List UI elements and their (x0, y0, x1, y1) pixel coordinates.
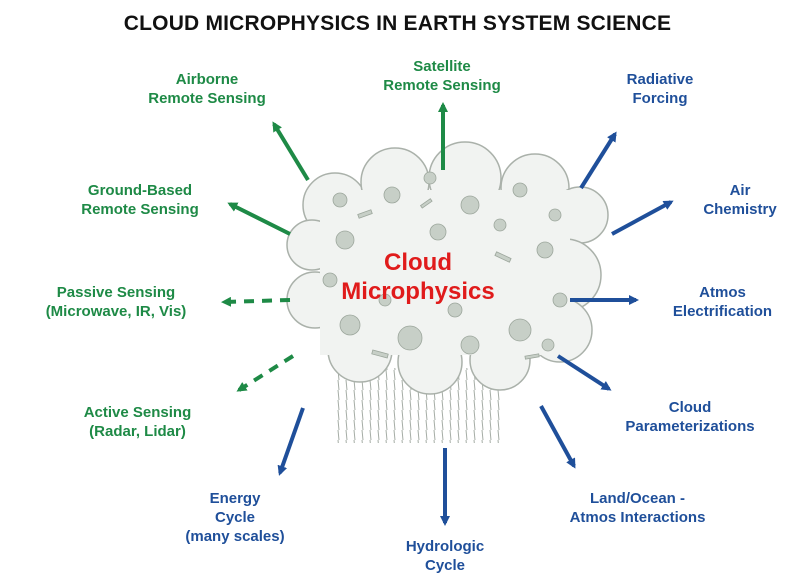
node-line: Cloud (668, 399, 712, 416)
node-land-ocean-atmos-interactions: Land/Ocean - Atmos Interactions (535, 489, 740, 527)
node-energy-cycle: Energy Cycle (many scales) (160, 489, 310, 546)
node-satellite-remote-sensing: Satellite Remote Sensing (347, 57, 537, 95)
node-line: Satellite (413, 58, 471, 75)
node-hydrologic-cycle: Hydrologic Cycle (375, 537, 515, 575)
node-line: Passive Sensing (56, 284, 176, 301)
arrow-radiative (579, 131, 617, 190)
arrow-airborne (272, 121, 310, 182)
node-air-chemistry: Air Chemistry (690, 181, 790, 219)
center-label-line-2: Microphysics (341, 278, 495, 305)
ice-crystals (322, 171, 568, 360)
node-line: Energy (209, 490, 261, 507)
node-line: Active Sensing (83, 404, 192, 421)
node-line: Hydrologic (405, 538, 485, 555)
node-line: Remote Sensing (383, 77, 501, 94)
arrow-energy (277, 407, 305, 476)
node-line: Radiative (626, 71, 694, 88)
node-line: Airborne (175, 71, 239, 88)
node-line: (Microwave, IR, Vis) (45, 303, 187, 320)
node-line: Land/Ocean - (589, 490, 686, 507)
node-line: Chemistry (703, 201, 777, 218)
node-active-sensing: Active Sensing (Radar, Lidar) (50, 403, 225, 441)
node-line: Air (729, 182, 751, 199)
center-label: Cloud Microphysics (318, 248, 518, 306)
node-ground-based-remote-sensing: Ground-Based Remote Sensing (45, 181, 235, 219)
center-label-line-1: Cloud (384, 249, 452, 276)
node-airborne-remote-sensing: Airborne Remote Sensing (112, 70, 302, 108)
arrow-ground (227, 202, 291, 236)
node-line: Cycle (214, 509, 256, 526)
arrow-active (236, 354, 295, 392)
node-cloud-parameterizations: Cloud Parameterizations (600, 398, 780, 436)
node-line: Electrification (672, 303, 773, 320)
node-line: (many scales) (185, 528, 285, 545)
diagram-title: CLOUD MICROPHYSICS IN EARTH SYSTEM SCIEN… (123, 12, 672, 35)
node-line: Atmos (699, 284, 746, 301)
arrows-group (221, 102, 674, 526)
node-passive-sensing: Passive Sensing (Microwave, IR, Vis) (16, 283, 216, 321)
node-radiative-forcing: Radiative Forcing (585, 70, 735, 108)
node-line: Remote Sensing (81, 201, 199, 218)
arrow-chemistry (611, 200, 674, 236)
node-line: (Radar, Lidar) (89, 423, 186, 440)
node-line: Ground-Based (87, 182, 193, 199)
node-line: Atmos Interactions (569, 509, 706, 526)
arrow-passive (221, 296, 291, 307)
node-line: Parameterizations (625, 418, 755, 435)
node-line: Remote Sensing (148, 90, 266, 107)
arrow-parameterizations (556, 354, 612, 391)
node-line: Forcing (632, 90, 688, 107)
arrow-landocean (539, 405, 576, 469)
node-line: Cycle (424, 557, 466, 574)
node-atmos-electrification: Atmos Electrification (650, 283, 795, 321)
